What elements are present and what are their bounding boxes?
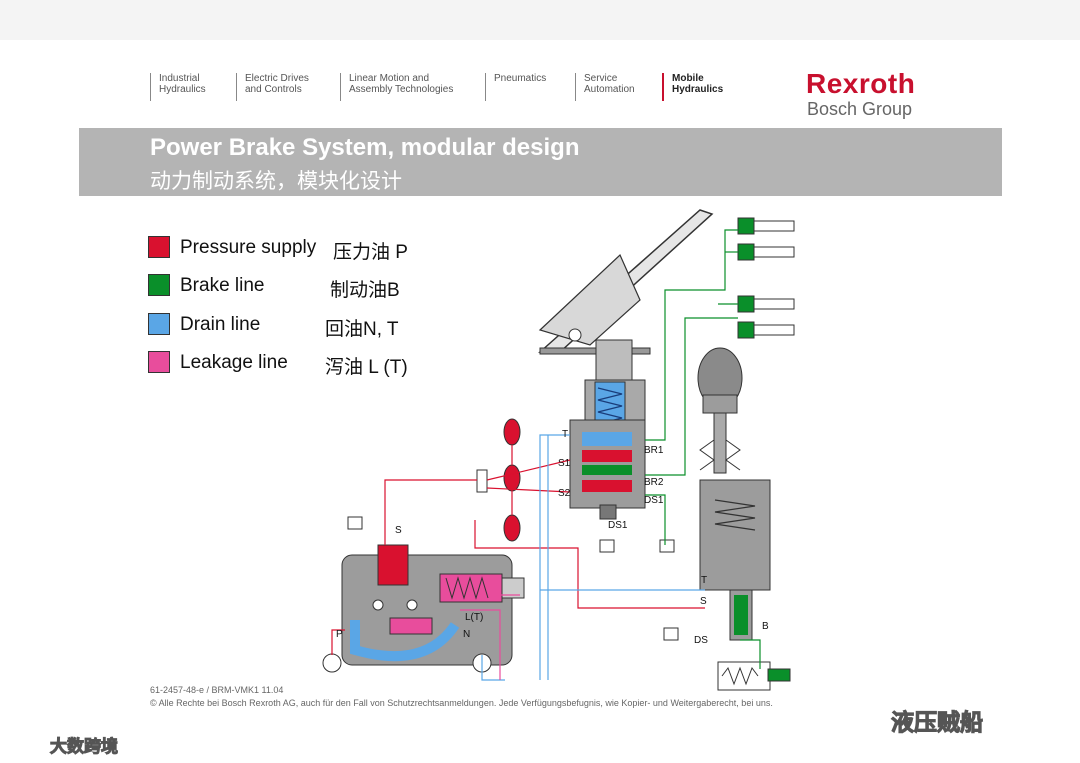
- label-s: S: [700, 596, 707, 607]
- label-lt: L(T): [465, 612, 483, 623]
- label-ds1: DS1: [644, 495, 664, 506]
- nav-line2: Automation: [584, 84, 635, 95]
- nav-mobile-hydraulics[interactable]: Mobile Hydraulics: [662, 73, 723, 101]
- legend-label: Leakage line: [180, 352, 288, 373]
- label-t: T: [701, 575, 707, 586]
- swatch-pink: [148, 351, 170, 373]
- nav-line2: and Controls: [245, 84, 302, 95]
- nav-line2: Hydraulics: [672, 84, 724, 95]
- label-n: N: [463, 629, 470, 640]
- label-br2: BR2: [644, 477, 664, 488]
- page-title: Power Brake System, modular design: [150, 134, 580, 161]
- pressure-switch: [663, 627, 679, 641]
- label-t: T: [562, 429, 568, 440]
- accumulators: [476, 418, 521, 542]
- pressure-switch: [599, 539, 615, 553]
- pump-left: [322, 653, 342, 673]
- pressure-switch: [347, 516, 363, 530]
- swatch-green: [148, 274, 170, 296]
- brake-cylinders: [737, 217, 795, 339]
- title-banner: [79, 128, 1002, 196]
- drain-lines: [481, 434, 705, 681]
- nav-line1: Linear Motion and: [349, 73, 430, 84]
- nav-linear-motion[interactable]: Linear Motion and Assembly Technologies: [340, 73, 453, 101]
- pressure-switch: [659, 539, 675, 553]
- label-s2: S2: [558, 488, 571, 499]
- nav-line1: Electric Drives: [245, 73, 309, 84]
- brake-valve: [569, 339, 646, 520]
- copyright: © Alle Rechte bei Bosch Rexroth AG, auch…: [150, 698, 773, 708]
- brand-logo: Rexroth: [806, 68, 916, 99]
- brand-subtitle: Bosch Group: [807, 99, 913, 119]
- page-subtitle: 动力制动系统，模块化设计: [150, 170, 402, 193]
- pressure-lines: [331, 445, 705, 655]
- legend-cn: 泻油 L (T): [325, 357, 408, 378]
- legend-label: Brake line: [180, 275, 265, 296]
- brake-lines: [645, 229, 761, 669]
- watermark-left: 大数跨境: [50, 737, 119, 757]
- hand-brake-valve: [697, 347, 791, 691]
- doc-id: 61-2457-48-e / BRM-VMK1 11.04: [150, 685, 284, 695]
- top-bar: [0, 0, 1080, 40]
- nav-industrial-hydraulics[interactable]: Industrial Hydraulics: [150, 73, 206, 101]
- swatch-red: [148, 236, 170, 258]
- label-p: P: [336, 629, 343, 640]
- nav-electric-drives[interactable]: Electric Drives and Controls: [236, 73, 309, 101]
- swatch-blue: [148, 313, 170, 335]
- nav-line2: Pneumatics: [494, 73, 547, 84]
- legend-cn: 回油N, T: [325, 319, 399, 340]
- nav-line2: Assembly Technologies: [349, 84, 454, 95]
- label-s: S: [395, 525, 402, 536]
- label-br1: BR1: [644, 445, 664, 456]
- nav-service-automation[interactable]: Service Automation: [575, 73, 635, 101]
- legend-cn: 压力油 P: [333, 242, 408, 263]
- nav-line1: Mobile: [672, 73, 704, 84]
- label-s1: S1: [558, 458, 571, 469]
- nav-pneumatics[interactable]: Pneumatics: [485, 73, 546, 101]
- nav-line2: Hydraulics: [159, 84, 206, 95]
- label-ds1: DS1: [608, 520, 628, 531]
- pedal: [538, 209, 714, 355]
- legend-label: Pressure supply: [180, 237, 317, 258]
- label-b: B: [762, 621, 769, 632]
- watermark-right: 液压贼船: [891, 709, 984, 736]
- nav-line1: Service: [584, 73, 618, 84]
- nav-line1: Industrial: [159, 73, 200, 84]
- charging-valve: [341, 544, 525, 666]
- label-ds: DS: [694, 635, 708, 646]
- legend-label: Drain line: [180, 314, 261, 335]
- legend-cn: 制动油B: [330, 280, 400, 301]
- leakage-lines: [460, 594, 520, 680]
